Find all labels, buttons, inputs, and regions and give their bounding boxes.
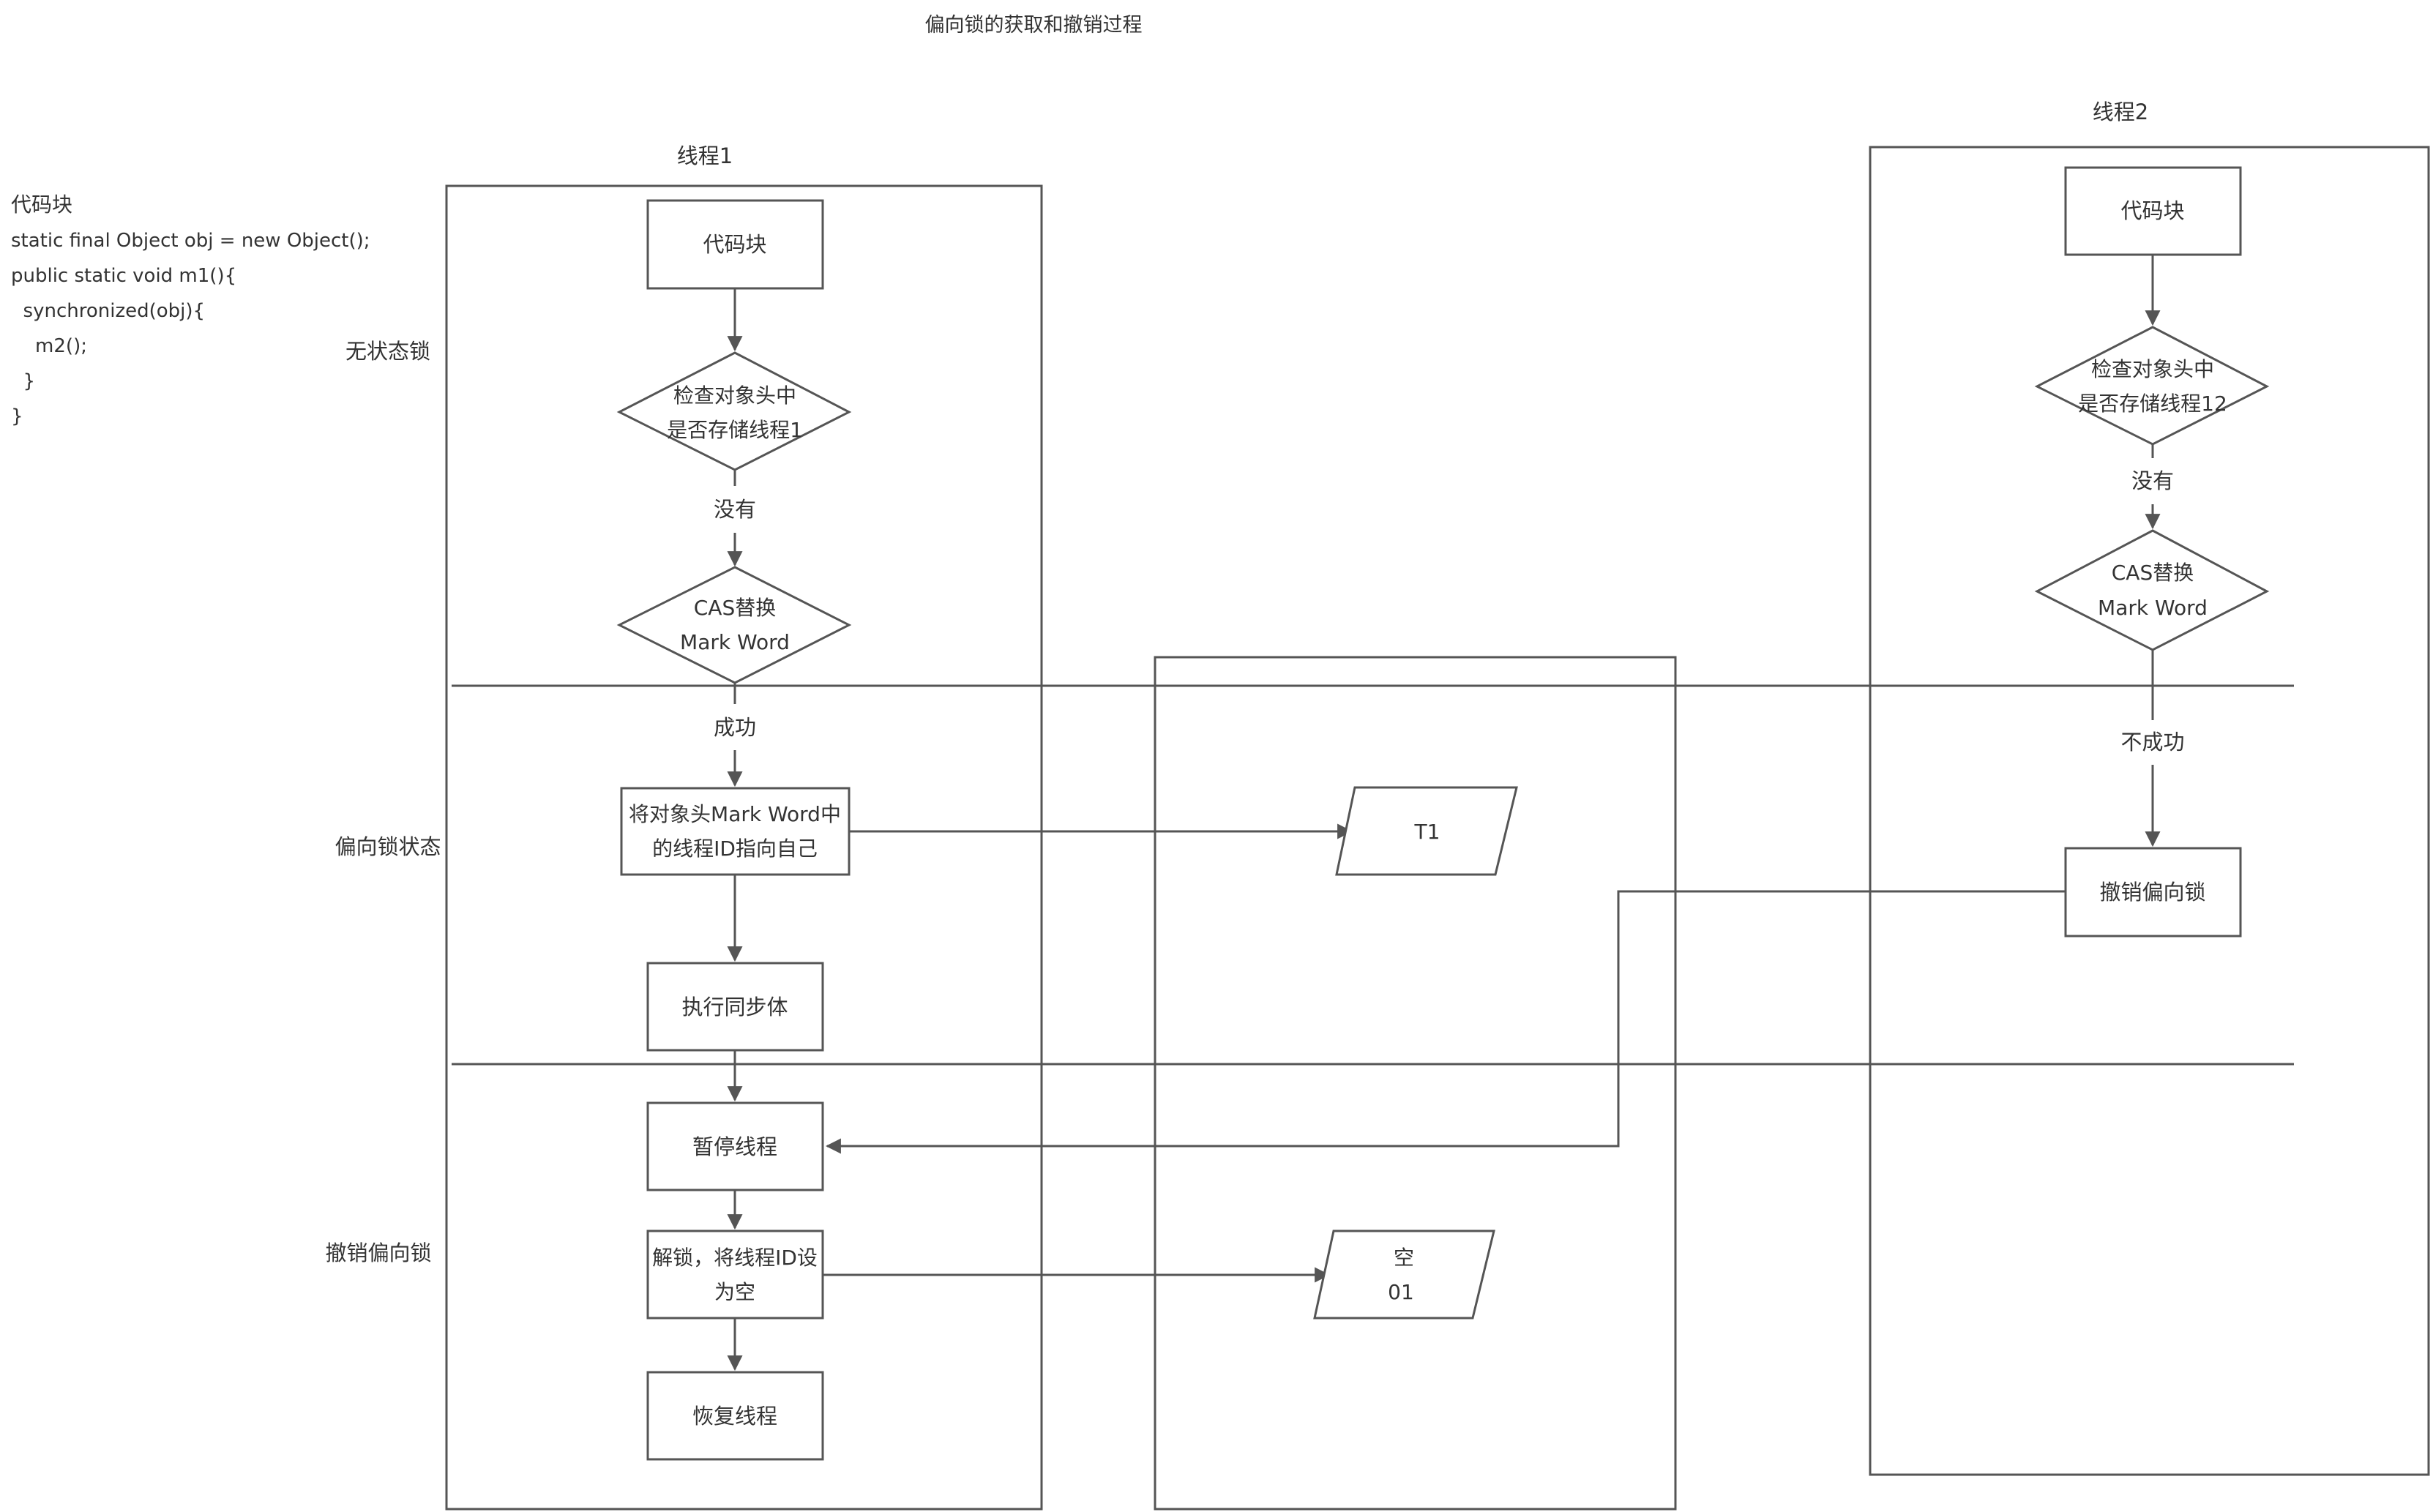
code-lines: static final Object obj = new Object(); … [11, 230, 370, 427]
t2-cas-label-2: Mark Word [2098, 596, 2208, 620]
t1-cas-label-2: Mark Word [680, 630, 790, 654]
t1-check-label-2: 是否存储线程1 [667, 418, 803, 442]
thread1-lane [445, 184, 1043, 1511]
t1-code-block-label: 代码块 [703, 232, 766, 257]
stage-label-biased: 偏向锁状态 [335, 834, 441, 859]
object-header-empty-label-1: 空 [1394, 1246, 1414, 1270]
t1-cas-decision[interactable]: CAS替换 Mark Word [616, 566, 852, 684]
diagram-title: 偏向锁的获取和撤销过程 [925, 14, 1143, 37]
t1-code-block[interactable]: 代码块 [646, 199, 824, 290]
t1-resume-label: 恢复线程 [692, 1404, 777, 1429]
code-line: static final Object obj = new Object(); [11, 230, 370, 252]
t1-unlock-label-2: 为空 [714, 1280, 755, 1304]
t2-cas-decision[interactable]: CAS替换 Mark Word [2034, 529, 2270, 651]
t2-revoke-label: 撤销偏向锁 [2099, 880, 2205, 905]
stage-label-revoke: 撤销偏向锁 [325, 1240, 431, 1265]
t1-set-label-2: 的线程ID指向自己 [652, 837, 818, 861]
stage-label-no-lock: 无状态锁 [345, 339, 430, 364]
t1-cas-label-1: CAS替换 [694, 596, 776, 620]
code-line: public static void m1(){ [11, 265, 236, 287]
t1-exec-sync-label: 执行同步体 [681, 995, 788, 1019]
t2-no-label: 没有 [2131, 468, 2174, 493]
object-header-t1-label: T1 [1414, 820, 1440, 844]
t1-set-threadid-step[interactable]: 将对象头Mark Word中 的线程ID指向自己 [620, 787, 851, 876]
t1-check-label-1: 检查对象头中 [673, 383, 796, 408]
t2-code-block[interactable]: 代码块 [2064, 166, 2242, 256]
code-line: } [11, 405, 23, 427]
object-header-t1[interactable]: T1 [1335, 786, 1518, 876]
t2-check-decision[interactable]: 检查对象头中 是否存储线程12 [2034, 326, 2270, 446]
t2-code-block-label: 代码块 [2120, 198, 2184, 223]
t2-check-label-1: 检查对象头中 [2091, 357, 2214, 381]
t1-no-label: 没有 [714, 497, 756, 522]
lane-label-thread1: 线程1 [677, 143, 733, 168]
object-header-empty-label-2: 01 [1388, 1280, 1414, 1304]
code-line: m2(); [11, 335, 87, 357]
t1-pause-step[interactable]: 暂停线程 [646, 1101, 824, 1191]
t1-check-decision[interactable]: 检查对象头中 是否存储线程1 [616, 351, 852, 471]
t1-unlock-step[interactable]: 解锁，将线程ID设 为空 [646, 1230, 824, 1320]
object-header-lane [1154, 656, 1677, 1511]
t1-set-label-1: 将对象头Mark Word中 [629, 802, 841, 826]
t2-fail-label: 不成功 [2120, 730, 2184, 755]
t1-unlock-label-1: 解锁，将线程ID设 [652, 1246, 818, 1270]
object-header-empty[interactable]: 空 01 [1313, 1230, 1495, 1320]
code-heading: 代码块 [11, 192, 72, 217]
lane-label-thread2: 线程2 [2093, 100, 2148, 124]
t2-check-label-2: 是否存储线程12 [2078, 392, 2227, 416]
t2-revoke-to-t1-pause-connector [825, 890, 2066, 1154]
thread2-lane [1869, 146, 2430, 1476]
code-line: } [11, 370, 35, 392]
t1-success-label: 成功 [714, 715, 756, 740]
t2-cas-label-1: CAS替换 [2112, 561, 2194, 585]
code-line: synchronized(obj){ [11, 300, 205, 322]
t1-pause-label: 暂停线程 [692, 1134, 777, 1159]
t2-revoke-step[interactable]: 撤销偏向锁 [2064, 847, 2242, 937]
t1-resume-step[interactable]: 恢复线程 [646, 1371, 824, 1461]
t1-exec-sync-step[interactable]: 执行同步体 [646, 962, 824, 1052]
